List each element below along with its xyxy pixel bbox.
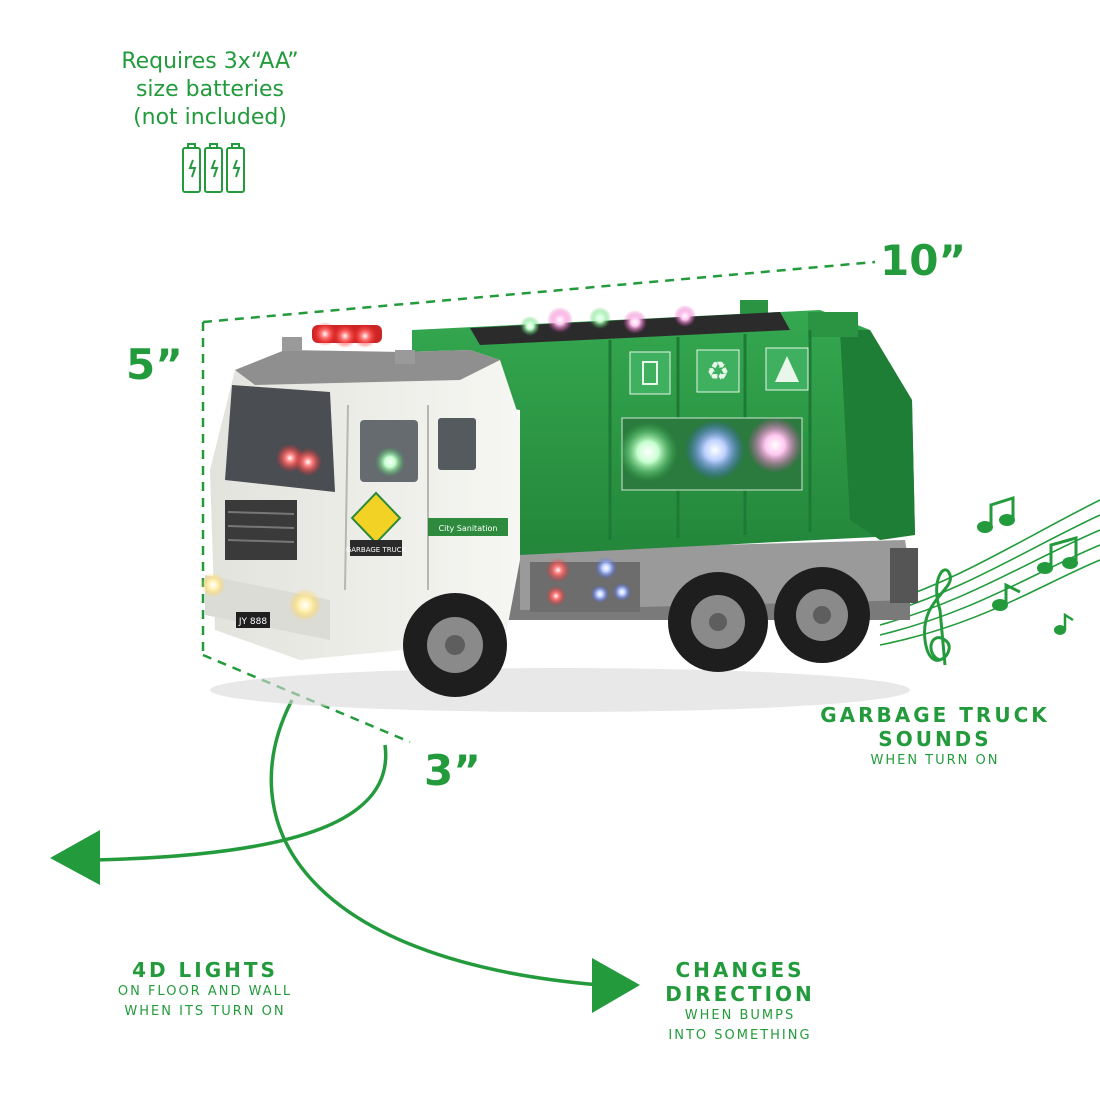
feature-lights: 4D LIGHTS ON FLOOR AND WALL WHEN ITS TUR… xyxy=(85,958,325,1022)
dimension-length: 10” xyxy=(880,236,967,285)
arrow-right-icon xyxy=(592,958,640,1013)
battery-line-2: size batteries xyxy=(135,77,285,102)
battery-requirement-note: Requires 3x“AA” size batteries (not incl… xyxy=(60,48,360,132)
truck-sign-label: GARBAGE TRUCK xyxy=(346,546,407,554)
truck-side-sticker: City Sanitation xyxy=(439,524,498,533)
battery-line-1: Requires 3x“AA” xyxy=(121,49,299,74)
led-lights xyxy=(201,305,803,621)
arrow-left-icon xyxy=(50,830,100,885)
direction-arrows xyxy=(94,699,601,987)
battery-line-3: (not included) xyxy=(133,105,287,130)
wheel xyxy=(774,567,870,663)
battery-icon xyxy=(182,143,245,193)
sounds-subtitle: WHEN TURN ON xyxy=(870,753,1000,768)
note-icons xyxy=(977,495,1078,635)
svg-text:♻: ♻ xyxy=(706,357,729,387)
dimension-height: 5” xyxy=(126,340,183,389)
lights-title: 4D LIGHTS xyxy=(132,958,278,982)
feature-direction: CHANGES DIRECTION WHEN BUMPS INTO SOMETH… xyxy=(640,958,840,1046)
license-plate: JY 888 xyxy=(238,617,267,627)
garbage-truck: ♻ GARBAGE TRUCK City Sanitation JY xyxy=(201,300,918,712)
feature-sounds: GARBAGE TRUCK SOUNDS WHEN TURN ON xyxy=(800,703,1070,771)
direction-subtitle-line-2: INTO SOMETHING xyxy=(668,1028,812,1043)
wheel xyxy=(668,572,768,672)
lights-subtitle-line-2: WHEN ITS TURN ON xyxy=(124,1004,286,1019)
direction-title-line-2: DIRECTION xyxy=(665,982,815,1006)
sounds-title-line-1: GARBAGE TRUCK xyxy=(820,703,1050,727)
direction-subtitle-line-1: WHEN BUMPS xyxy=(684,1008,796,1023)
wheel xyxy=(403,593,507,697)
direction-title-line-1: CHANGES xyxy=(675,958,805,982)
dimension-depth: 3” xyxy=(424,746,481,795)
sounds-title-line-2: SOUNDS xyxy=(878,727,992,751)
lights-subtitle-line-1: ON FLOOR AND WALL xyxy=(117,984,293,999)
